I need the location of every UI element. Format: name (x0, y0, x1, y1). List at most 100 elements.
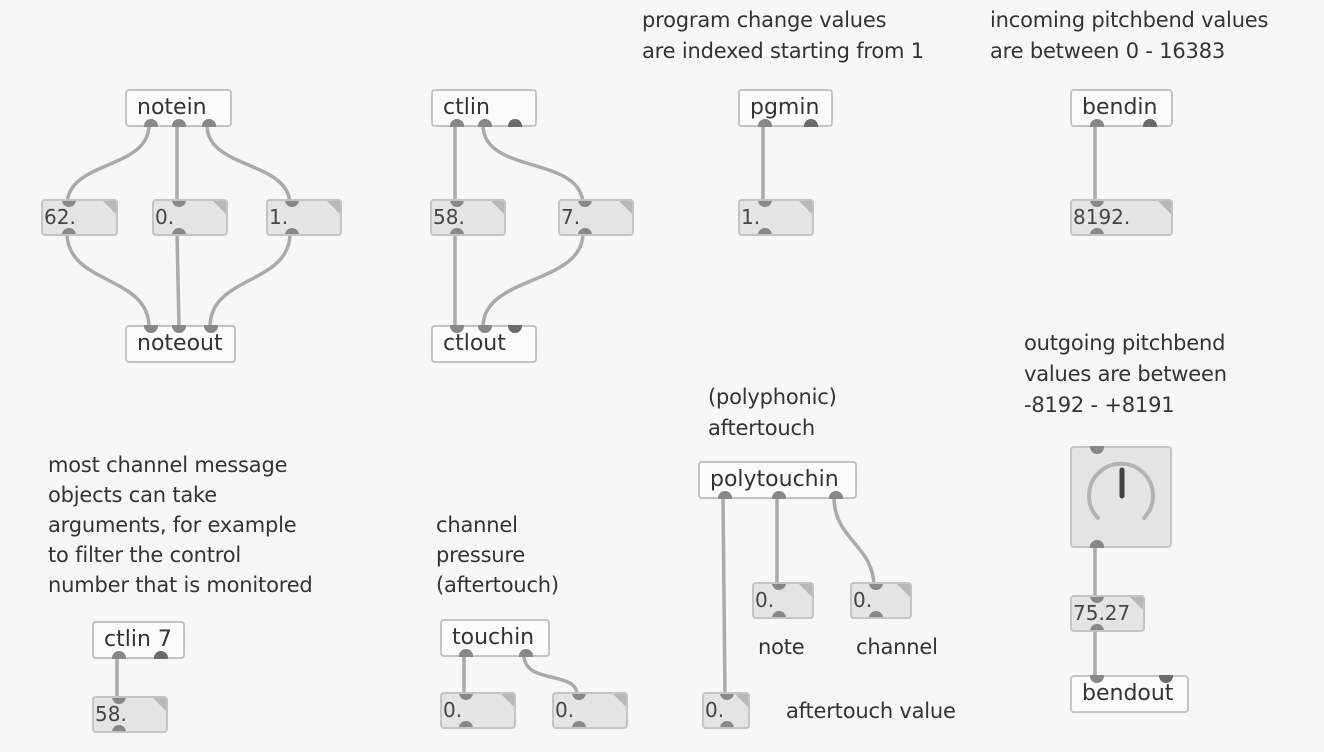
outlet-port[interactable] (459, 649, 473, 657)
outlet-port[interactable] (578, 228, 592, 234)
number-value: 75.27 (1073, 601, 1131, 625)
inlet-port[interactable] (508, 325, 522, 333)
patch-cord[interactable] (522, 653, 579, 697)
number-box-pitch[interactable]: 62. (41, 199, 118, 236)
inlet-port[interactable] (578, 201, 592, 207)
outlet-port[interactable] (772, 611, 786, 617)
number-value: 0. (155, 205, 175, 229)
outlet-port[interactable] (202, 119, 216, 127)
object-label: pgmin (750, 95, 820, 120)
outlet-port[interactable] (718, 491, 732, 499)
polytouchin-object[interactable]: polytouchin (698, 461, 857, 499)
outlet-port[interactable] (459, 721, 473, 727)
ctlin-object[interactable]: ctlin (431, 89, 537, 127)
outlet-port[interactable] (154, 651, 168, 659)
outlet-port[interactable] (758, 228, 772, 234)
outlet-port[interactable] (804, 119, 818, 127)
inlet-port[interactable] (285, 201, 299, 207)
outlet-port[interactable] (478, 119, 492, 127)
inlet-port[interactable] (450, 325, 464, 333)
patch-cord[interactable] (481, 123, 585, 207)
label-aftertouch-value: aftertouch value (786, 699, 956, 723)
outlet-port[interactable] (829, 491, 843, 499)
inlet-port[interactable] (1090, 675, 1104, 683)
outlet-port[interactable] (172, 228, 186, 234)
number-box-ctl-number[interactable]: 7. (558, 199, 634, 236)
number-box-velocity[interactable]: 0. (152, 199, 228, 236)
inlet-port[interactable] (478, 325, 492, 333)
inlet-port[interactable] (869, 584, 883, 590)
outlet-port[interactable] (172, 119, 186, 127)
number-box-bend-in[interactable]: 8192. (1070, 199, 1173, 236)
outlet-port[interactable] (1090, 119, 1104, 127)
outlet-port[interactable] (1090, 228, 1104, 234)
dial-knob[interactable] (1070, 446, 1172, 548)
bendout-object[interactable]: bendout (1070, 675, 1189, 713)
notein-object[interactable]: notein (125, 89, 232, 127)
number-box-poly-channel[interactable]: 0. (850, 582, 912, 619)
inlet-port[interactable] (172, 201, 186, 207)
patch-cord[interactable] (208, 231, 292, 329)
number-box-ctlin7-value[interactable]: 58. (92, 696, 168, 733)
outlet-port[interactable] (758, 119, 772, 127)
inlet-port[interactable] (1090, 201, 1104, 207)
inlet-port[interactable] (62, 201, 76, 207)
outlet-port[interactable] (869, 611, 883, 617)
inlet-port[interactable] (172, 325, 186, 333)
outlet-port[interactable] (112, 725, 126, 731)
outlet-port[interactable] (450, 228, 464, 234)
outlet-port[interactable] (285, 228, 299, 234)
patch-cord[interactable] (65, 231, 151, 329)
inlet-port[interactable] (112, 698, 126, 704)
outlet-port[interactable] (519, 649, 533, 657)
number-box-dial-output[interactable]: 75.27 (1070, 595, 1145, 632)
bendin-object[interactable]: bendin (1070, 89, 1173, 127)
patch-cord[interactable] (65, 123, 151, 207)
inlet-port[interactable] (144, 325, 158, 333)
noteout-object[interactable]: noteout (125, 325, 236, 363)
number-box-channel[interactable]: 1. (266, 199, 342, 236)
patch-cord[interactable] (175, 231, 181, 329)
touchin-object[interactable]: touchin (440, 619, 550, 657)
outlet-port[interactable] (572, 721, 586, 727)
outlet-port[interactable] (450, 119, 464, 127)
inlet-port[interactable] (204, 325, 218, 333)
outlet-port[interactable] (1090, 540, 1104, 548)
inlet-port[interactable] (459, 694, 473, 700)
number-value: 1. (269, 205, 289, 229)
outlet-port[interactable] (508, 119, 522, 127)
patch-cord[interactable] (832, 495, 876, 589)
outlet-port[interactable] (1090, 624, 1104, 630)
number-box-program[interactable]: 1. (738, 199, 814, 236)
inlet-port[interactable] (1090, 446, 1104, 454)
number-box-poly-value[interactable]: 0. (702, 692, 750, 729)
number-box-touch-channel[interactable]: 0. (552, 692, 628, 729)
patch-cord[interactable] (205, 123, 292, 207)
comment-polyphonic-aftertouch: (polyphonic) aftertouch (708, 385, 837, 440)
number-value: 0. (443, 698, 463, 722)
ctlin7-object[interactable]: ctlin 7 (92, 621, 185, 659)
number-box-ctl-value[interactable]: 58. (430, 199, 506, 236)
ctlout-object[interactable]: ctlout (431, 325, 537, 363)
patch-cord[interactable] (721, 495, 727, 699)
inlet-port[interactable] (1159, 675, 1173, 683)
outlet-port[interactable] (1143, 119, 1157, 127)
outlet-port[interactable] (112, 651, 126, 659)
number-box-touch-value[interactable]: 0. (440, 692, 516, 729)
number-value: 58. (433, 205, 465, 229)
outlet-port[interactable] (720, 721, 734, 727)
outlet-port[interactable] (62, 228, 76, 234)
inlet-port[interactable] (1090, 597, 1104, 603)
number-box-poly-note[interactable]: 0. (752, 582, 814, 619)
outlet-port[interactable] (144, 119, 158, 127)
inlet-port[interactable] (572, 694, 586, 700)
object-label: ctlin (443, 95, 490, 120)
inlet-port[interactable] (450, 201, 464, 207)
inlet-port[interactable] (772, 584, 786, 590)
outlet-port[interactable] (772, 491, 786, 499)
inlet-port[interactable] (758, 201, 772, 207)
pgmin-object[interactable]: pgmin (738, 89, 833, 127)
number-value: 1. (741, 205, 761, 229)
patch-cord[interactable] (481, 231, 585, 329)
inlet-port[interactable] (720, 694, 734, 700)
